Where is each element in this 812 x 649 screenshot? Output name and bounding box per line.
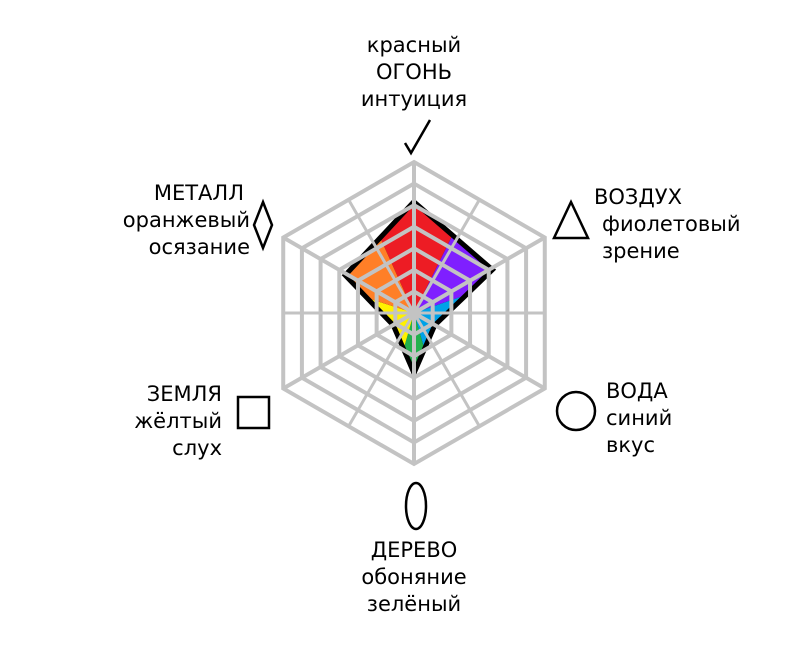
- label-wood: ДЕРЕВО обоняние зелёный: [334, 537, 494, 618]
- ellipse-icon: [404, 481, 428, 531]
- label-line: осязание: [148, 235, 250, 259]
- label-metal: МЕТАЛЛ оранжевый осязание: [60, 180, 250, 261]
- data-sector-air: [414, 237, 489, 313]
- circle-icon: [555, 390, 597, 432]
- label-line: жёлтый: [134, 409, 222, 433]
- label-line: вкус: [606, 433, 656, 457]
- grid-axis-earth: [282, 311, 415, 391]
- grid-axis-air: [413, 235, 546, 315]
- data-sector-fire: [381, 205, 452, 313]
- label-earth: ЗЕМЛЯ жёлтый слух: [60, 381, 222, 462]
- grid-axis-metal: [282, 235, 415, 315]
- label-line: слух: [172, 436, 222, 460]
- grid-spoke: [412, 312, 481, 428]
- label-air: ВОЗДУХ фиолетовый зрение: [594, 184, 740, 265]
- label-line: синий: [606, 406, 673, 430]
- label-water: ВОДА синий вкус: [606, 378, 672, 459]
- label-line: зрение: [602, 239, 680, 263]
- label-line: оранжевый: [122, 208, 250, 232]
- label-line: интуиция: [360, 87, 468, 111]
- grid-spoke: [347, 312, 416, 428]
- diamond-icon: [252, 198, 274, 252]
- label-line: фиолетовый: [602, 212, 741, 236]
- label-line: ВОДА: [606, 379, 668, 403]
- triangle-icon: [552, 199, 590, 240]
- grid-axis-water: [413, 311, 546, 391]
- label-line: зелёный: [366, 592, 462, 616]
- square-icon: [236, 395, 271, 430]
- label-fire: красный ОГОНЬ интуиция: [334, 32, 494, 113]
- label-line: МЕТАЛЛ: [153, 181, 244, 205]
- grid-spoke: [412, 198, 481, 314]
- data-sector-metal: [348, 240, 414, 313]
- label-line: ДЕРЕВО: [370, 538, 458, 562]
- label-line: ЗЕМЛЯ: [146, 382, 222, 406]
- grid-spoke: [347, 198, 416, 314]
- check-icon: [403, 119, 432, 156]
- label-line: ВОЗДУХ: [594, 185, 682, 209]
- label-line: красный: [366, 33, 462, 57]
- label-line: ОГОНЬ: [375, 60, 453, 84]
- label-line: обоняние: [361, 565, 467, 589]
